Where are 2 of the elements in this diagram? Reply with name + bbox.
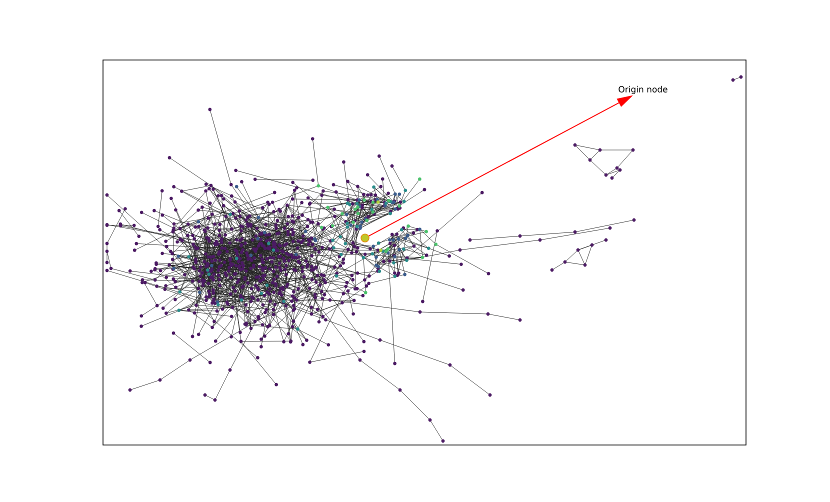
annotation-text: Origin node: [618, 86, 668, 94]
origin-node-marker: [360, 234, 370, 242]
